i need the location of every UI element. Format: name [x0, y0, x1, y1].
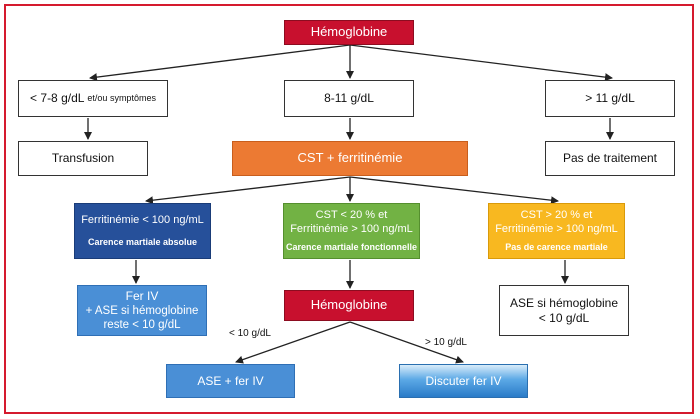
range-low-node: < 7-8 g/dL et/ou symptômes: [18, 80, 168, 117]
range-low-extra: et/ou symptômes: [87, 92, 156, 103]
arrow-to-absolute: [145, 176, 351, 205]
ase-node: ASE si hémoglobine < 10 g/dL: [499, 285, 629, 336]
functional-note: Carence martiale fonctionnelle: [285, 241, 418, 252]
absolute-line1: Ferritinémie < 100 ng/mL: [81, 214, 204, 226]
cst-ferritinemie-node: CST + ferritinémie: [232, 141, 468, 176]
absolute-note: Carence martiale absolue: [87, 236, 198, 247]
fer-iv-line2: + ASE si hémoglobine: [85, 304, 199, 317]
none-line1: CST > 20 % et: [520, 209, 593, 222]
range-mid-node: 8-11 g/dL: [284, 80, 414, 117]
ase-line1: ASE si hémoglobine: [509, 295, 619, 310]
ase-fer-iv-node: ASE + fer IV: [166, 364, 295, 398]
transfusion-label: Transfusion: [51, 151, 115, 165]
fer-iv-line3: reste < 10 g/dL: [103, 319, 181, 331]
range-mid-label: 8-11 g/dL: [324, 91, 374, 105]
absolute-deficiency-node: Ferritinémie < 100 ng/mL Carence martial…: [74, 203, 211, 259]
range-low-value: < 7-8 g/dL: [30, 91, 85, 105]
discuss-fer-iv-label: Discuter fer IV: [425, 373, 502, 388]
arrow-to-discuss: [349, 321, 464, 364]
none-note: Pas de carence martiale: [505, 241, 608, 252]
functional-line2: Ferritinémie > 100 ng/mL: [290, 222, 413, 235]
fer-iv-node: Fer IV + ASE si hémoglobine reste < 10 g…: [77, 285, 207, 336]
functional-line1: CST < 20 % et: [315, 209, 388, 222]
no-deficiency-node: CST > 20 % et Ferritinémie > 100 ng/mL P…: [488, 203, 625, 259]
none-line2: Ferritinémie > 100 ng/mL: [495, 222, 618, 235]
edge-label-low: < 10 g/dL: [229, 328, 271, 339]
no-treatment-node: Pas de traitement: [545, 141, 675, 176]
arrow-to-none: [349, 176, 559, 205]
hemoglobine-second-label: Hémoglobine: [310, 297, 388, 313]
edge-label-high: > 10 g/dL: [425, 337, 467, 348]
range-high-node: > 11 g/dL: [545, 80, 675, 117]
hemoglobine-top-node: Hémoglobine: [284, 20, 414, 45]
range-high-label: > 11 g/dL: [585, 91, 635, 105]
fer-iv-title: Fer IV: [125, 288, 159, 303]
no-treatment-label: Pas de traitement: [562, 151, 658, 165]
arrow-to-ase-fer: [235, 321, 351, 364]
arrow-to-high: [349, 44, 613, 82]
functional-deficiency-node: CST < 20 % et Ferritinémie > 100 ng/mL C…: [283, 203, 420, 259]
hemoglobine-top-label: Hémoglobine: [310, 24, 388, 40]
discuss-fer-iv-node: Discuter fer IV: [399, 364, 528, 398]
ase-line2: < 10 g/dL: [538, 310, 590, 325]
hemoglobine-second-node: Hémoglobine: [284, 290, 414, 321]
transfusion-node: Transfusion: [18, 141, 148, 176]
arrow-to-low: [89, 44, 351, 82]
ase-fer-iv-label: ASE + fer IV: [197, 373, 264, 388]
cst-ferritinemie-label: CST + ferritinémie: [297, 150, 403, 166]
figure-frame: [4, 4, 694, 414]
